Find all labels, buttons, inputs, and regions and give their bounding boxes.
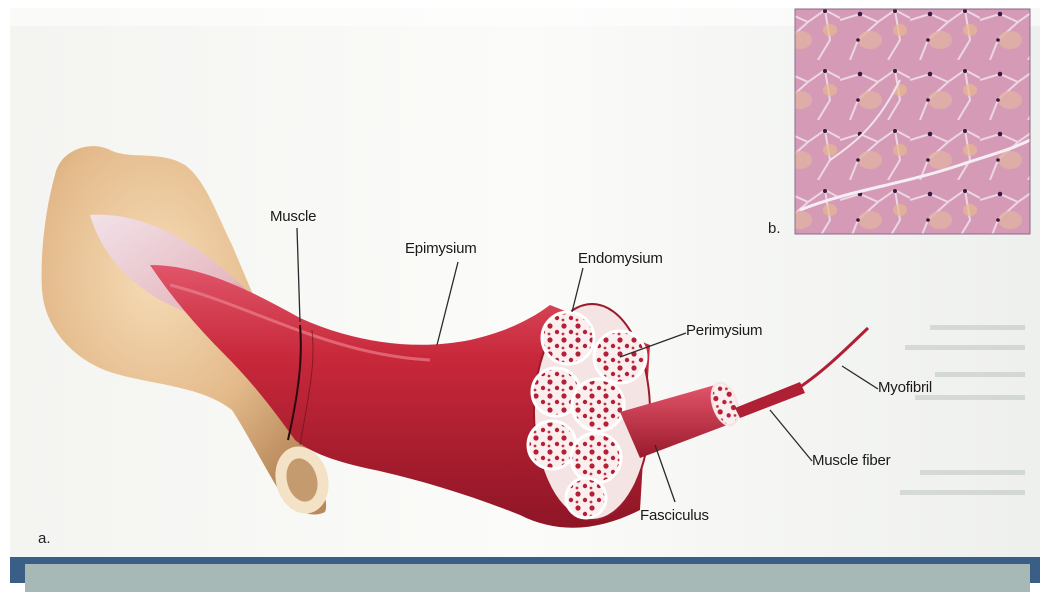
label-endomysium: Endomysium: [578, 250, 663, 267]
label-fasciculus: Fasciculus: [640, 507, 709, 524]
panel-a-letter: a.: [38, 530, 51, 547]
label-muscle: Muscle: [270, 208, 316, 225]
panel-b-letter: b.: [768, 220, 781, 237]
label-myofibril: Myofibril: [878, 379, 932, 396]
histology-micrograph: [795, 9, 1030, 234]
label-perimysium: Perimysium: [686, 322, 762, 339]
label-epimysium: Epimysium: [405, 240, 477, 257]
label-muscle-fiber: Muscle fiber: [812, 452, 890, 469]
footer-panel: [25, 564, 1030, 592]
